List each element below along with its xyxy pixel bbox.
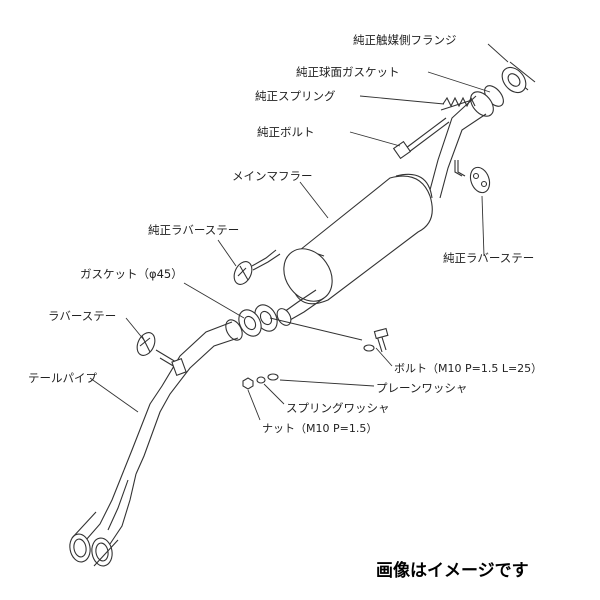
label-oem-rubber-stay-right: 純正ラバーステー: [443, 251, 534, 265]
bolt-part: [373, 327, 389, 353]
main-muffler-part: [283, 173, 433, 305]
oem-rubber-stay-right-part: [454, 160, 491, 194]
label-spring-washer: スプリングワッシャ: [286, 401, 390, 415]
caption-image-note: 画像はイメージです: [376, 561, 529, 581]
label-tail-pipe: テールパイプ: [28, 371, 97, 385]
label-nut: ナット（M10 P=1.5）: [262, 422, 377, 435]
gasket-part: [238, 304, 278, 337]
label-oem-rubber-stay-left: 純正ラバーステー: [148, 223, 239, 237]
oem-rubber-stay-left-part: [233, 249, 281, 285]
front-pipe: [429, 61, 536, 199]
leader-lines: [89, 43, 509, 421]
spring-washer-part: [256, 376, 266, 384]
oem-spring-part: [440, 96, 476, 111]
nut-part: [242, 377, 254, 390]
muffler-outlet: [276, 289, 325, 326]
label-oem-catalyst-flange: 純正触媒側フランジ: [353, 33, 457, 47]
label-rubber-stay: ラバーステー: [48, 309, 116, 323]
tail-pipe-part: [69, 319, 243, 567]
rubber-stay-part: [136, 332, 187, 376]
label-bolt: ボルト（M10 P=1.5 L=25）: [394, 362, 542, 375]
label-oem-spring: 純正スプリング: [255, 89, 336, 103]
label-oem-ball-gasket: 純正球面ガスケット: [296, 65, 400, 79]
label-oem-bolt: 純正ボルト: [257, 125, 315, 139]
plain-washer-part: [267, 344, 375, 381]
label-main-muffler: メインマフラー: [232, 169, 313, 183]
label-gasket: ガスケット（φ45）: [80, 267, 183, 281]
label-plain-washer: プレーンワッシャ: [376, 381, 467, 395]
